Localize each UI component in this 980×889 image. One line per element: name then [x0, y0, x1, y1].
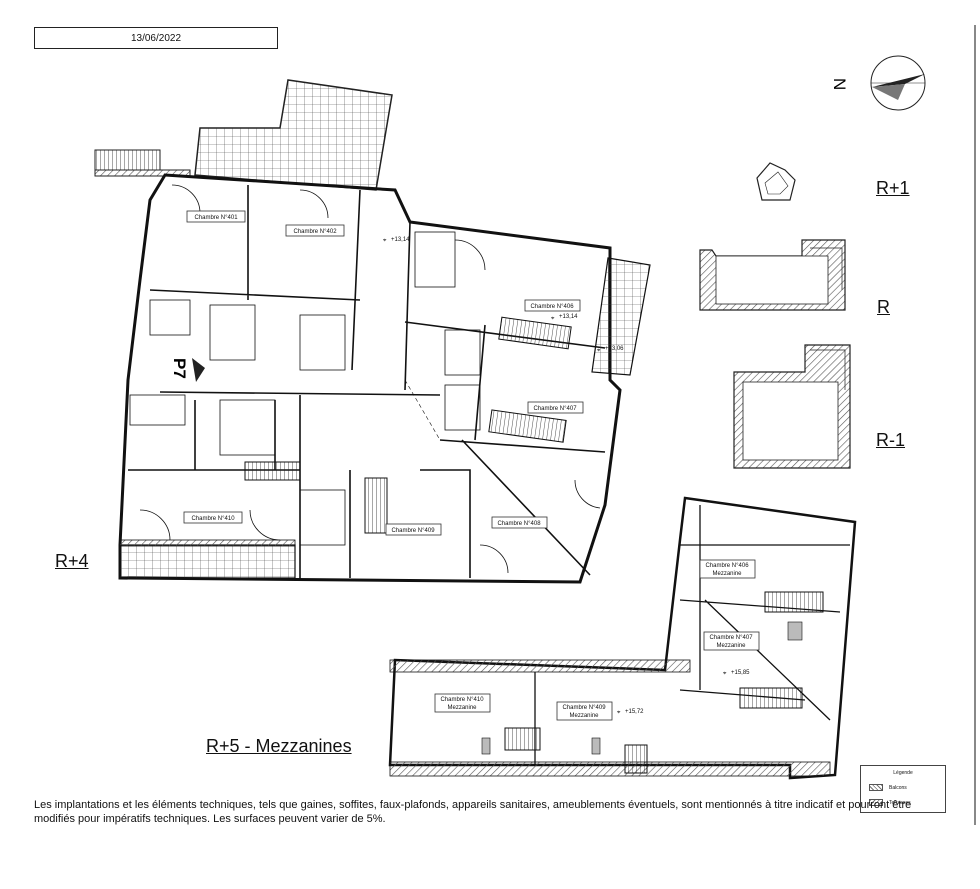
mezz-label-407-sub: Mezzanine: [716, 643, 746, 649]
terrace-swatch-icon: [869, 799, 883, 806]
elevation-5: +15,72: [625, 709, 644, 715]
elevation-marker-5: ⌖: [617, 710, 621, 716]
date-box: 13/06/2022: [34, 27, 278, 49]
level-label-r-plus-5: R+5 - Mezzanines: [206, 736, 352, 756]
level-label-r-minus-1: R-1: [876, 430, 906, 450]
key-plan-r-plus-1: [756, 162, 796, 201]
elevation-marker-3: ⌖: [597, 348, 601, 354]
mezz-label-409-sub: Mezzanine: [569, 713, 599, 719]
room-label-402: Chambre N°402: [293, 229, 337, 235]
date-text: 13/06/2022: [130, 32, 182, 44]
key-plan-r: [699, 239, 846, 311]
p7-label: P7: [170, 358, 189, 379]
room-label-401: Chambre N°401: [194, 215, 238, 221]
elevation-marker-4: ⌖: [723, 671, 727, 677]
plan-r-plus-5: [388, 496, 857, 780]
balcony-swatch-icon: [869, 784, 883, 791]
mezz-label-406-room: Chambre N°406: [705, 563, 749, 569]
elevation-2: +13,14: [559, 314, 578, 320]
key-plan-r-minus-1: [733, 344, 851, 469]
mezz-label-410-room: Chambre N°410: [440, 697, 484, 703]
elevation-marker-2: ⌖: [551, 316, 555, 322]
plan-r-plus-4: [118, 173, 651, 584]
terrace-top: [94, 79, 393, 191]
elevation-3: +13,06: [605, 346, 624, 352]
page-edge-divider: [974, 25, 980, 825]
level-label-r: R: [877, 297, 890, 317]
room-label-410: Chambre N°410: [191, 516, 235, 522]
elevation-4: +15,85: [731, 670, 750, 676]
elevation-1: +13,14: [391, 237, 410, 243]
room-label-407: Chambre N°407: [533, 406, 577, 412]
north-label: N: [830, 78, 849, 90]
compass-icon: [870, 55, 926, 111]
legend-title: Légende: [893, 770, 913, 776]
legend-terrasses: Terrasses: [889, 799, 911, 806]
mezz-label-410-sub: Mezzanine: [447, 705, 477, 711]
legend-row-balcons: Balcons: [869, 784, 907, 791]
room-label-406: Chambre N°406: [530, 304, 574, 310]
room-label-409: Chambre N°409: [391, 528, 435, 534]
mezz-label-406-sub: Mezzanine: [712, 571, 742, 577]
level-label-r-plus-4: R+4: [55, 551, 89, 571]
elevation-marker-1: ⌖: [383, 238, 387, 244]
level-label-r-plus-1: R+1: [876, 178, 910, 198]
legend-balcons: Balcons: [889, 784, 907, 791]
room-label-408: Chambre N°408: [497, 521, 541, 527]
disclaimer: Les implantations et les éléments techni…: [34, 799, 912, 825]
mezz-label-409-room: Chambre N°409: [562, 705, 606, 711]
legend-row-terrasses: Terrasses: [869, 799, 911, 806]
mezz-label-407-room: Chambre N°407: [709, 635, 753, 641]
legend: Légende Balcons Terrasses: [860, 765, 946, 813]
p7-marker: [192, 358, 205, 382]
